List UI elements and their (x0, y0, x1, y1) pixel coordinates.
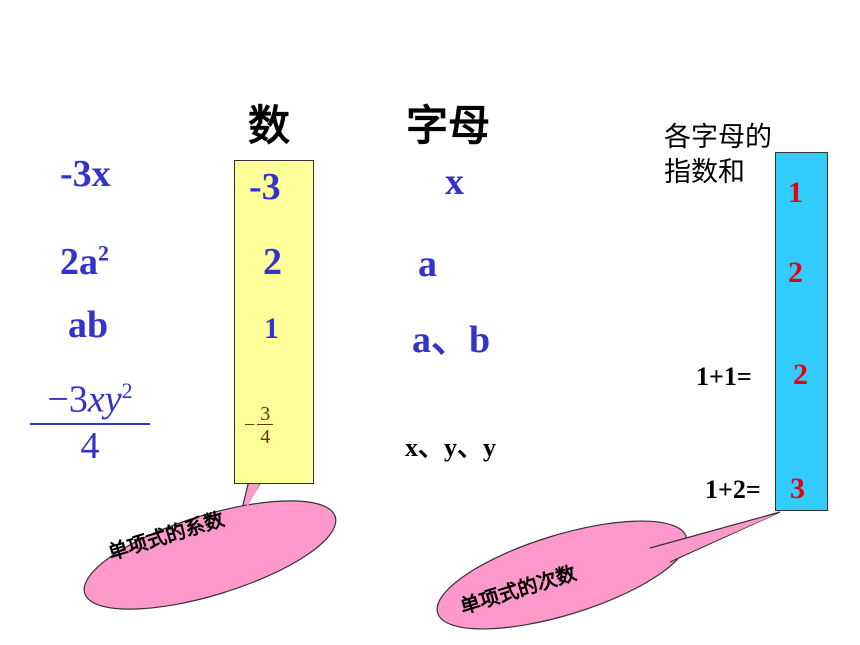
term-3: ab (68, 304, 109, 346)
term-2-exponent: 2 (98, 240, 109, 266)
letters-2: a (418, 243, 437, 285)
coefficient-2: 2 (263, 241, 282, 283)
degree-1: 1 (788, 176, 803, 209)
term-4-numerator: −3xy2 (47, 378, 133, 421)
exponent-sum-header-line2: 指数和 (664, 157, 745, 188)
coefficient-4: − 3 4 (244, 403, 274, 447)
term-4-fraction: −3xy2 4 (30, 378, 150, 465)
term-2-base: 2a (60, 241, 98, 283)
term-2: 2a2 (60, 240, 109, 284)
degree-2: 2 (788, 256, 803, 289)
degree-column-box (775, 152, 828, 511)
coefficient-header: 数 (248, 101, 291, 150)
coefficient-4-denominator: 4 (257, 424, 274, 447)
degree-3: 2 (793, 358, 808, 391)
letters-4: x、y、y (405, 433, 497, 462)
coefficient-4-sign: − (244, 414, 256, 436)
coefficient-1: -3 (249, 166, 281, 208)
letters-1: x (445, 161, 464, 203)
degree-4-prefix: 1+2= (705, 475, 761, 504)
coefficient-4-numerator: 3 (260, 403, 271, 425)
letters-3: a、b (412, 319, 491, 361)
coefficient-3: 1 (264, 312, 279, 345)
degree-4: 3 (790, 472, 805, 505)
degree-callout-ellipse (436, 520, 688, 630)
coefficient-column-box (234, 160, 314, 484)
letters-header: 字母 (406, 101, 491, 150)
term-1: -3x (60, 153, 111, 195)
term-4-denominator: 4 (30, 423, 150, 465)
exponent-sum-header-line1: 各字母的 (664, 122, 772, 153)
degree-3-prefix: 1+1= (696, 362, 752, 391)
coefficient-callout-ellipse (83, 500, 337, 610)
